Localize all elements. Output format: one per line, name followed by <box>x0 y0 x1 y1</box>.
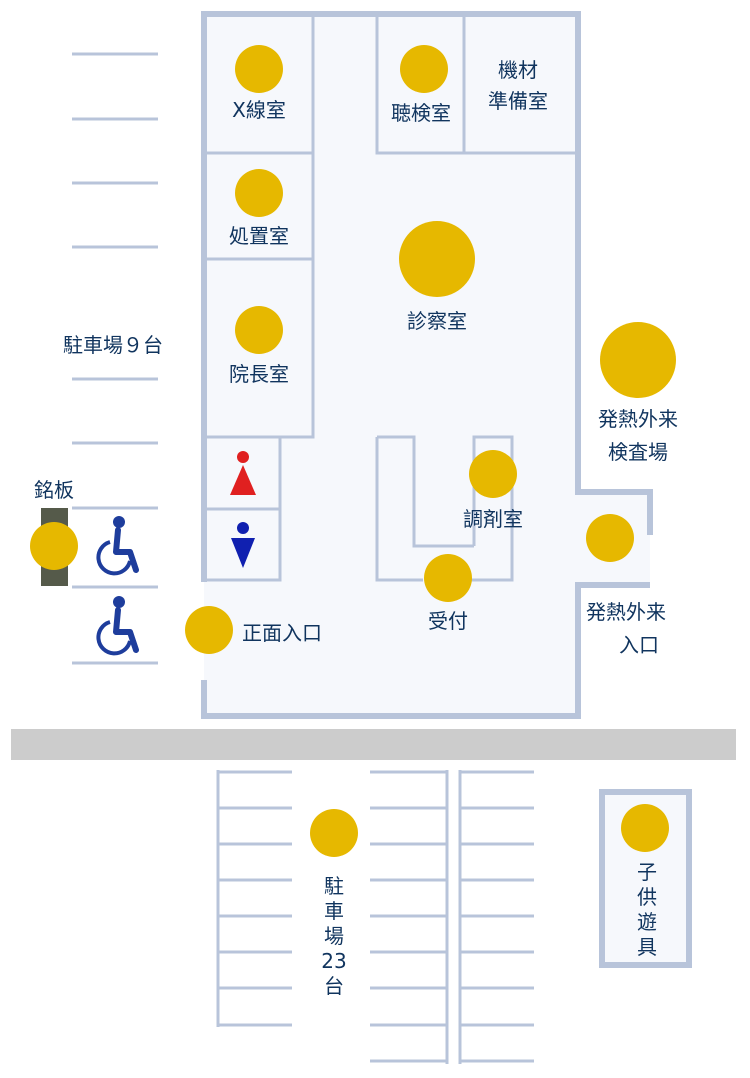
room-label-xray: X線室 <box>232 98 286 122</box>
parking-left-label: 駐車場９台 <box>63 333 163 357</box>
fever-entrance-label-line1: 発熱外来 <box>586 600 666 624</box>
svg-text:車: 車 <box>324 899 344 923</box>
svg-text:場: 場 <box>324 924 344 948</box>
wheelchair-icon <box>96 516 139 576</box>
svg-text:台: 台 <box>324 974 344 998</box>
nameplate-label: 銘板 <box>34 478 74 502</box>
marker-xray <box>235 45 283 93</box>
fever-test-label-line1: 発熱外来 <box>598 407 678 431</box>
location-markers <box>30 45 676 857</box>
room-label-equipment-line1: 機材 <box>498 58 538 82</box>
room-label-reception: 受付 <box>428 609 468 633</box>
main-entrance-label: 正面入口 <box>242 621 322 645</box>
room-label-treatment: 処置室 <box>229 224 289 248</box>
left-parking-lines <box>72 52 158 665</box>
marker-reception <box>424 554 472 602</box>
pharmacy-counter <box>375 435 474 582</box>
top-rooms-wall <box>375 14 576 155</box>
female-restroom-icon <box>230 451 256 495</box>
male-restroom-icon <box>231 522 255 568</box>
marker-parking-bottom <box>310 809 358 857</box>
room-label-equipment-line2: 準備室 <box>488 89 548 113</box>
marker-pharmacy <box>469 450 517 498</box>
svg-text:子: 子 <box>637 860 657 884</box>
building-outer-wall-lower <box>201 582 650 719</box>
fever-test-label-line2: 検査場 <box>608 440 668 464</box>
svg-text:遊: 遊 <box>637 910 657 934</box>
bottom-parking-lines-right <box>370 770 534 1064</box>
svg-text:駐: 駐 <box>324 874 344 898</box>
marker-fever-entrance <box>586 514 634 562</box>
room-label-hearing: 聴検室 <box>391 101 451 125</box>
fever-entrance-label-line2: 入口 <box>619 633 659 657</box>
room-label-pharmacy: 調剤室 <box>463 507 523 531</box>
building-outer-wall <box>201 11 653 582</box>
marker-main-entrance <box>185 606 233 654</box>
room-label-director: 院長室 <box>229 362 289 386</box>
room-label-exam: 診察室 <box>407 309 467 333</box>
svg-text:23: 23 <box>321 949 346 973</box>
restroom-wall <box>206 437 282 582</box>
bottom-parking-lines-left <box>216 770 292 1027</box>
left-rooms-wall <box>206 14 315 439</box>
marker-nameplate <box>30 522 78 570</box>
svg-text:供: 供 <box>637 885 657 909</box>
parking-bottom-label: 駐 車 場 23 台 <box>321 874 346 998</box>
marker-playground <box>621 804 669 852</box>
marker-treatment <box>235 169 283 217</box>
building-floor <box>204 14 650 716</box>
wheelchair-icon <box>96 596 139 656</box>
svg-text:具: 具 <box>637 935 657 959</box>
marker-hearing <box>400 45 448 93</box>
playground-label: 子 供 遊 具 <box>637 860 657 959</box>
marker-fever-test <box>600 322 676 398</box>
marker-director <box>235 306 283 354</box>
road <box>11 729 736 760</box>
marker-exam <box>399 221 475 297</box>
